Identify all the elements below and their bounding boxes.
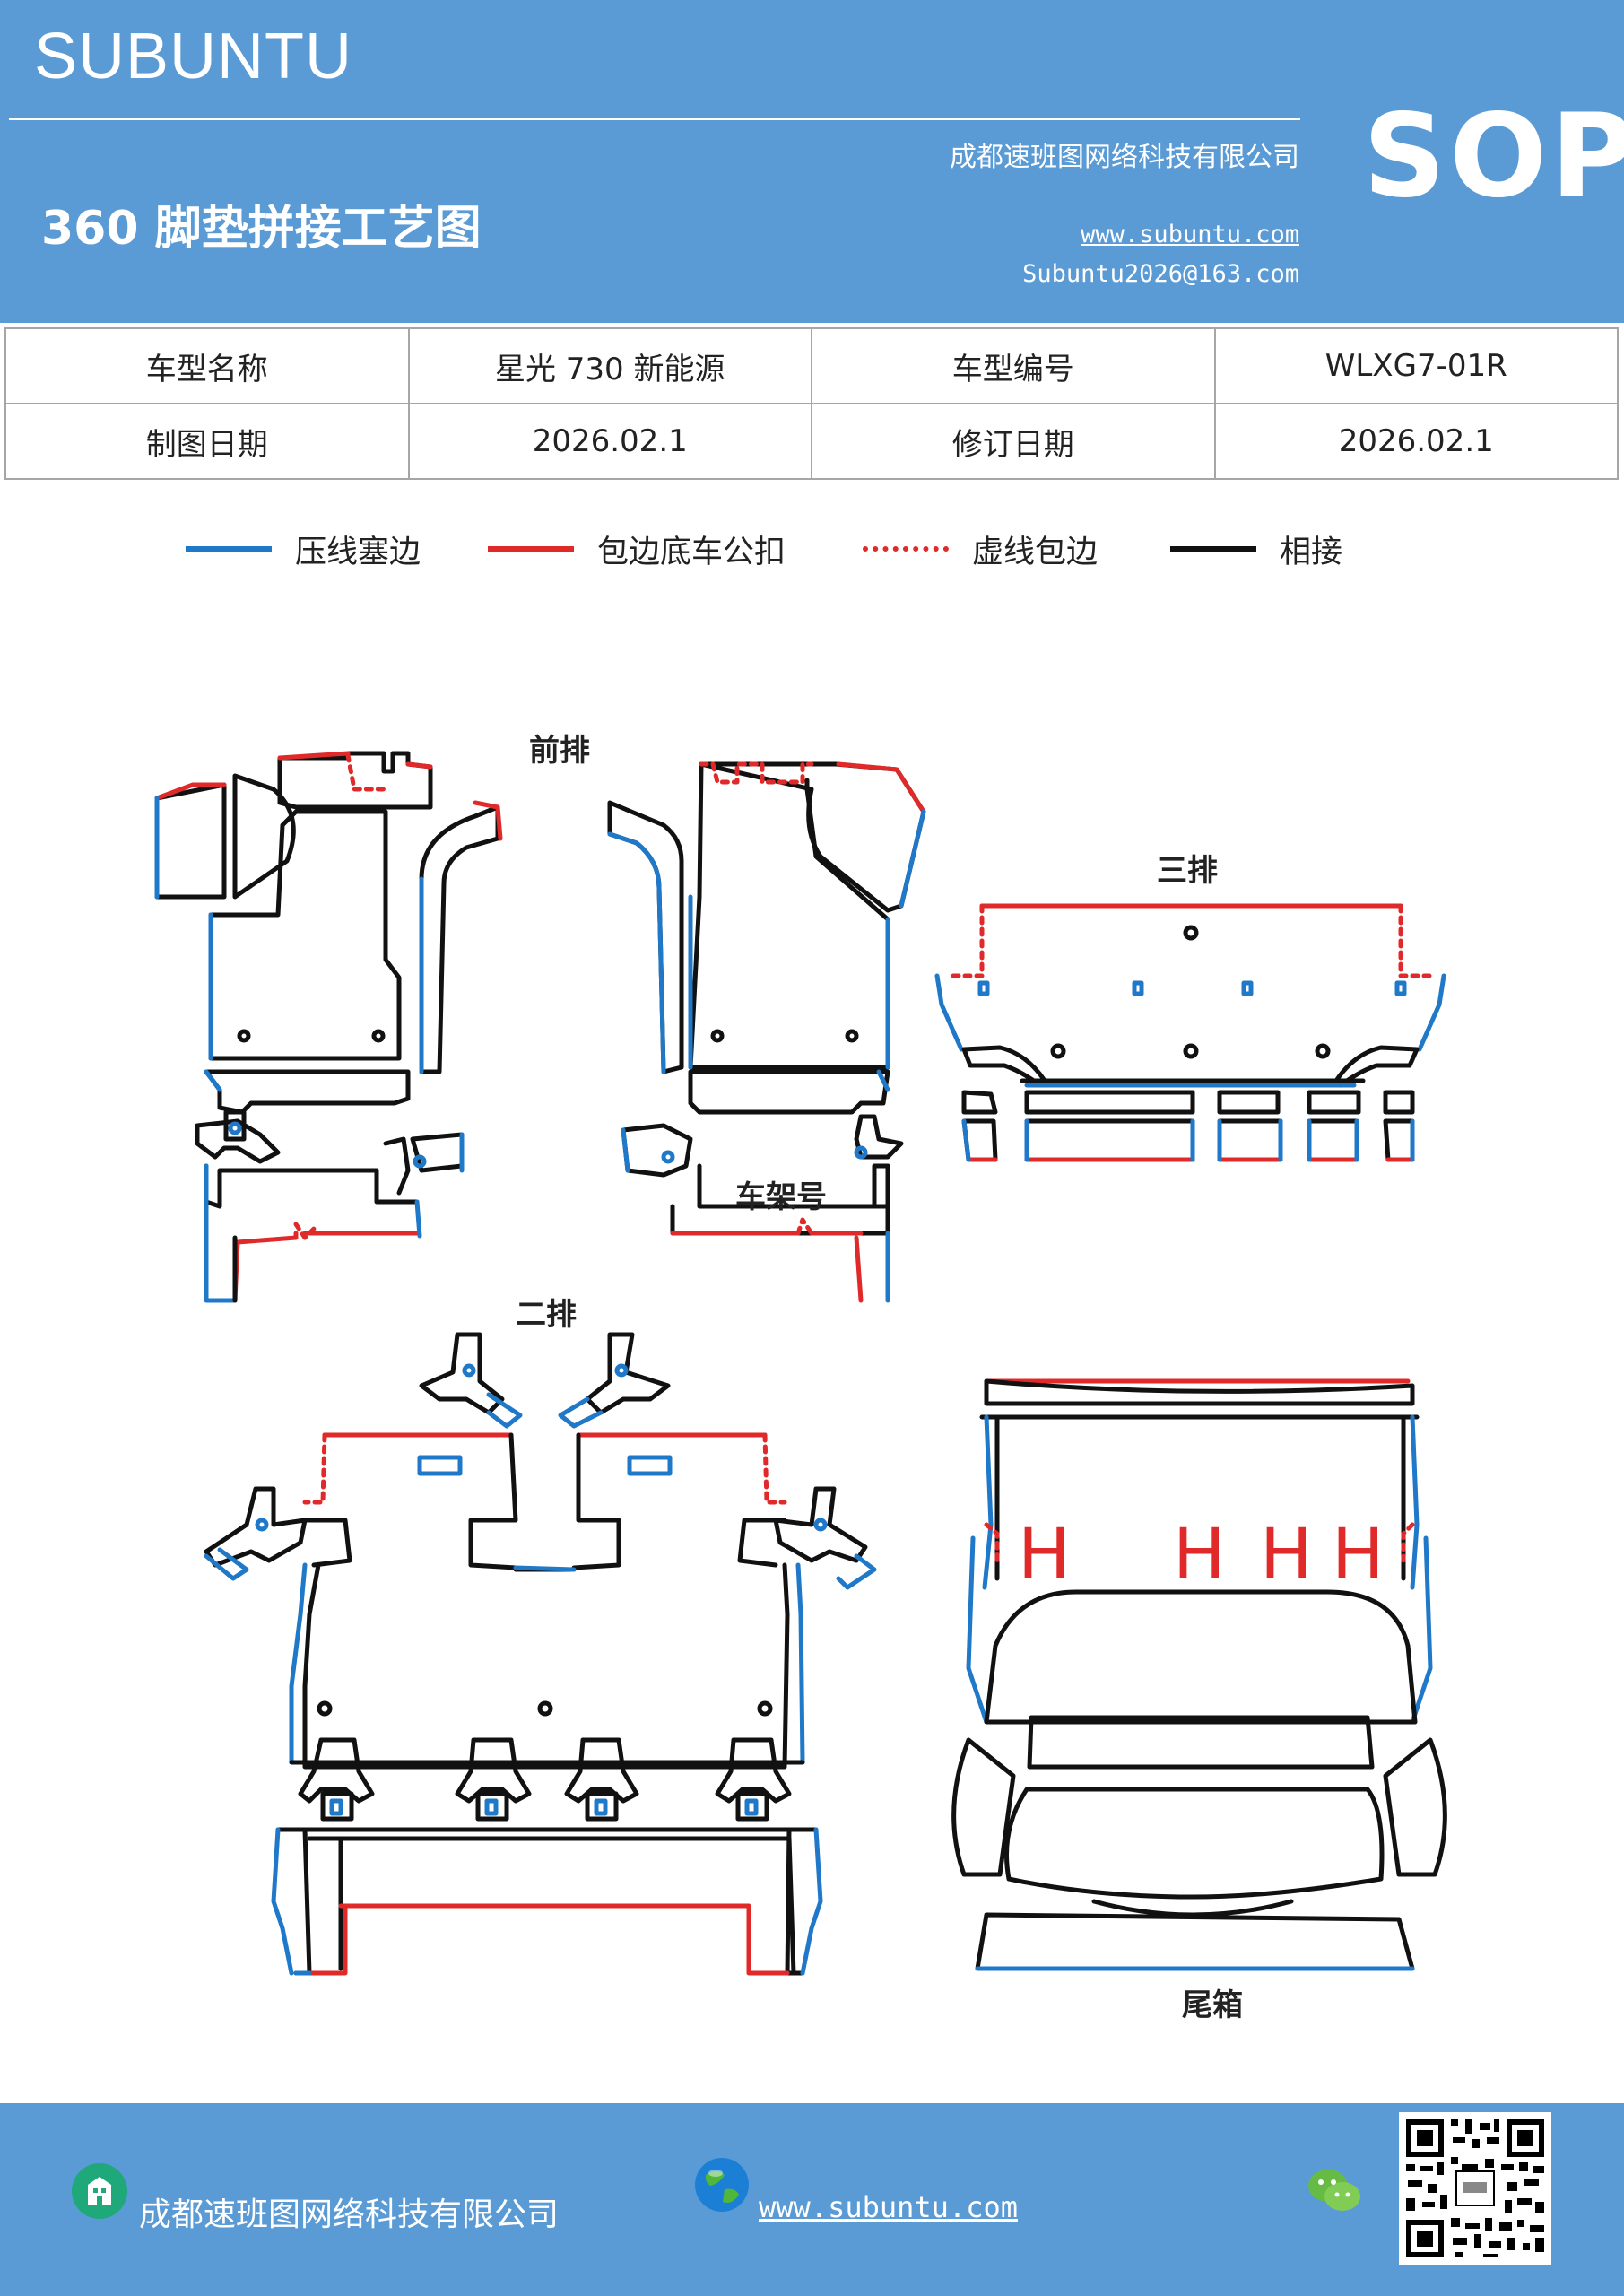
table-cell: 制图日期 xyxy=(4,403,410,480)
h-marker: H xyxy=(1018,1515,1071,1596)
front-right-mat xyxy=(607,761,926,1303)
h-marker: H xyxy=(1260,1515,1313,1596)
vehicle-info-table: 车型名称 星光 730 新能源 车型编号 WLXG7-01R 制图日期 2026… xyxy=(4,327,1619,480)
label-second-row: 二排 xyxy=(516,1297,577,1333)
seat-anchor-4 xyxy=(715,1737,792,1822)
legend-item: 虚线包边 xyxy=(863,522,1098,576)
legend-item: 相接 xyxy=(1170,522,1342,576)
footer-website[interactable]: www.subuntu.com xyxy=(759,2190,1018,2224)
table-cell: 车型名称 xyxy=(4,327,410,404)
table-cell: 2026.02.1 xyxy=(1213,403,1619,480)
footer-banner: 成都速班图网络科技有限公司 www.subuntu.com xyxy=(0,2103,1624,2296)
legend-item: 包边底车公扣 xyxy=(488,522,786,576)
table-row: 车型名称 星光 730 新能源 车型编号 WLXG7-01R xyxy=(4,327,1619,404)
legend-label: 相接 xyxy=(1280,534,1343,570)
legend-swatch xyxy=(863,546,949,552)
header-divider xyxy=(9,118,1300,120)
table-row: 制图日期 2026.02.1 修订日期 2026.02.1 xyxy=(4,403,1619,480)
table-cell: 2026.02.1 xyxy=(407,403,812,480)
email-address: Subuntu2026@163.com xyxy=(1022,260,1299,288)
legend-label: 包边底车公扣 xyxy=(597,534,786,570)
globe-icon xyxy=(695,2158,749,2212)
legend-swatch xyxy=(186,546,272,552)
website-link[interactable]: www.subuntu.com xyxy=(1081,221,1299,248)
header-banner: SUBUNTU 成都速班图网络科技有限公司 360 脚垫拼接工艺图 www.su… xyxy=(0,0,1624,323)
seat-anchor-2 xyxy=(455,1737,532,1822)
brand-logo: SUBUNTU xyxy=(34,21,353,92)
label-trunk: 尾箱 xyxy=(1182,1987,1243,2023)
legend-swatch xyxy=(1170,546,1256,552)
table-cell: 星光 730 新能源 xyxy=(407,327,812,404)
label-third-row: 三排 xyxy=(1157,853,1218,889)
legend-label: 虚线包边 xyxy=(972,534,1099,570)
label-vin: 车架号 xyxy=(735,1179,827,1215)
table-cell: 车型编号 xyxy=(811,327,1216,404)
table-cell: WLXG7-01R xyxy=(1213,327,1619,404)
footer-company: 成都速班图网络科技有限公司 xyxy=(139,2196,560,2233)
label-front-row: 前排 xyxy=(529,733,590,769)
h-marker: H xyxy=(1173,1515,1226,1596)
seat-anchor-1 xyxy=(298,1737,375,1822)
table-cell: 修订日期 xyxy=(811,403,1216,480)
document-title: 360 脚垫拼接工艺图 xyxy=(41,202,482,256)
legend-label: 压线塞边 xyxy=(295,534,421,570)
legend-item: 压线塞边 xyxy=(186,522,421,576)
third-row-mat xyxy=(934,903,1446,1162)
company-name: 成都速班图网络科技有限公司 xyxy=(950,142,1299,173)
second-row-mat xyxy=(204,1332,877,1976)
legend-swatch xyxy=(488,546,574,552)
h-marker: H xyxy=(1332,1515,1385,1596)
seat-anchor-3 xyxy=(564,1737,639,1822)
legend: 压线塞边 包边底车公扣 虚线包边 相接 xyxy=(0,522,1624,576)
qr-code[interactable] xyxy=(1399,2112,1551,2265)
trunk-mat: H H H H xyxy=(951,1378,1447,1971)
wechat-icon xyxy=(1308,2170,1360,2211)
front-left-mat xyxy=(154,751,503,1303)
building-icon xyxy=(72,2163,127,2219)
sop-badge: SOP xyxy=(1363,90,1624,223)
